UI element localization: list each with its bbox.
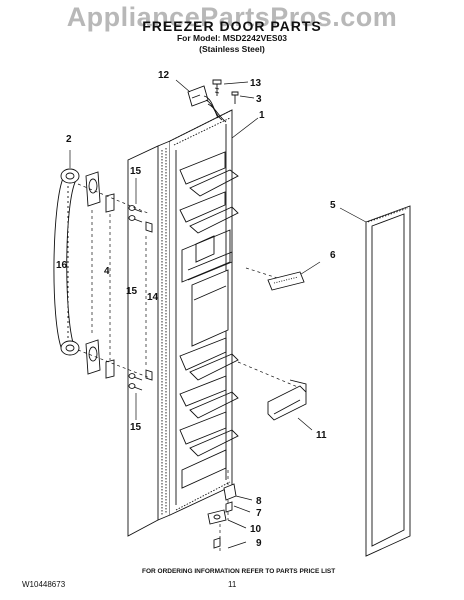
- callout-6: 6: [330, 250, 336, 261]
- callout-16: 16: [56, 260, 68, 271]
- finish-line: (Stainless Steel): [199, 44, 265, 54]
- door-bin: [267, 379, 307, 421]
- callout-10: 10: [250, 524, 262, 535]
- leader-lines: [69, 79, 367, 552]
- door-handle: [53, 168, 80, 356]
- callout-15-top: 15: [130, 166, 142, 177]
- ordering-note: FOR ORDERING INFORMATION REFER TO PARTS …: [142, 568, 336, 575]
- trim-strip: [267, 271, 305, 291]
- callout-1: 1: [259, 110, 265, 121]
- callout-5: 5: [330, 200, 336, 211]
- wire-harness: [187, 85, 227, 123]
- callout-8: 8: [256, 496, 262, 507]
- callout-3: 3: [256, 94, 262, 105]
- callout-14: 14: [147, 292, 159, 303]
- callout-11: 11: [316, 430, 327, 441]
- handle-screws: [128, 205, 153, 391]
- watermark: AppliancePartsPros.com: [66, 2, 398, 32]
- callout-15-bottom: 15: [130, 422, 142, 433]
- callout-4: 4: [104, 266, 110, 277]
- callout-13: 13: [250, 78, 262, 89]
- callout-15-mid: 15: [126, 286, 138, 297]
- top-screws: [212, 79, 239, 104]
- handle-mounts: [85, 171, 115, 379]
- callout-9: 9: [256, 538, 262, 549]
- page-number: 11: [228, 580, 237, 589]
- callout-12: 12: [158, 70, 170, 81]
- door-panel: [127, 109, 239, 537]
- callout-labels: 12 13 3 1 2 15 16 4 15 14 15 5 6 11 8 7 …: [56, 70, 336, 549]
- door-gasket: [365, 205, 411, 557]
- callout-2: 2: [66, 134, 72, 145]
- bottom-hinge: [207, 483, 237, 549]
- document-number: W10448673: [22, 580, 66, 589]
- callout-7: 7: [256, 508, 262, 519]
- model-line: For Model: MSD2242VES03: [176, 33, 288, 43]
- page-title: FREEZER DOOR PARTS: [142, 18, 322, 34]
